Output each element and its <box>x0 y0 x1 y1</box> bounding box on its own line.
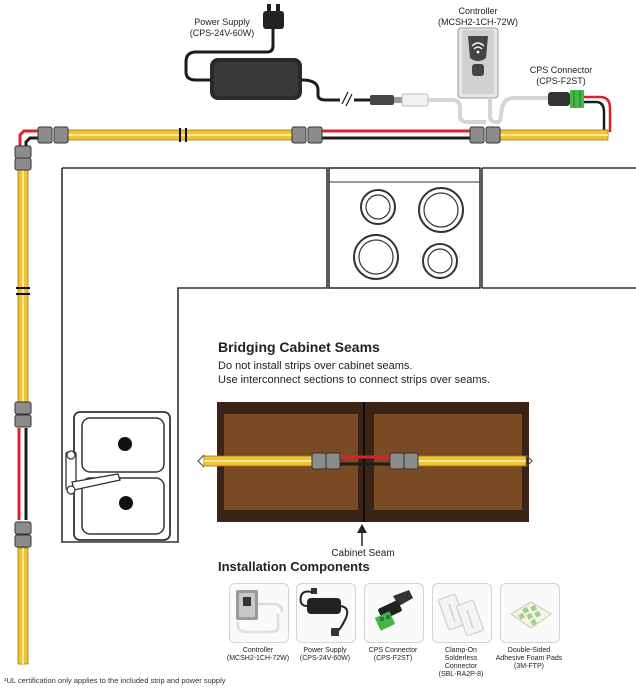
caption-controller: Controller (MCSH2-1CH-72W) <box>220 647 296 663</box>
caption-foam-model: (3M-FTP) <box>514 663 544 670</box>
stove-burners <box>353 187 464 280</box>
seam-instruction-2: Use interconnect sections to connect str… <box>218 374 491 386</box>
cps-connector-device <box>548 90 612 132</box>
caption-foam-pads: Double-Sided Adhesive Foam Pads (3M-FTP) <box>491 647 567 671</box>
component-card-controller <box>229 583 289 643</box>
strip-connectors <box>14 126 501 548</box>
components-title: Installation Components <box>218 559 370 574</box>
component-card-cps-connector <box>364 583 424 643</box>
power-supply <box>184 4 429 107</box>
caption-cps-connector-name: CPS Connector <box>368 647 418 654</box>
clamp-connector-icon <box>438 593 484 637</box>
caption-controller-name: Controller <box>242 647 274 654</box>
cps-connector-label: CPS Connector (CPS-F2ST) <box>524 65 598 87</box>
caption-foam-line-1: Double-Sided <box>507 647 551 654</box>
caption-power-supply-name: Power Supply <box>303 647 347 654</box>
sink <box>65 411 171 541</box>
caption-clamp-line-3: Connector <box>444 663 478 670</box>
cabinet-seam-illustration <box>197 402 533 546</box>
caption-power-supply-model: (CPS-24V-60W) <box>299 655 351 662</box>
led-strip-top <box>67 128 609 142</box>
connector-icon <box>374 590 413 631</box>
caption-foam-line-2: Adhesive Foam Pads <box>495 655 563 662</box>
controller-icon <box>236 590 284 634</box>
controller-label: Controller (MCSH2-1CH-72W) <box>432 6 524 28</box>
cps-connector-label-model: (CPS-F2ST) <box>536 76 586 86</box>
caption-cps-connector-model: (CPS-F2ST) <box>373 655 413 662</box>
corner-wire <box>18 129 42 146</box>
power-supply-icon <box>299 588 349 636</box>
caption-controller-model: (MCSH2-1CH-72W) <box>226 655 290 662</box>
foam-pads-icon <box>510 601 552 629</box>
component-card-clamp-connector <box>432 583 492 643</box>
caption-clamp-line-1: Clamp-On <box>445 647 477 654</box>
power-supply-label-name: Power Supply <box>194 17 250 27</box>
component-card-foam-pads <box>500 583 560 643</box>
controller-device <box>428 27 548 124</box>
ul-footnote: ¹UL certification only applies to the in… <box>4 676 226 685</box>
caption-clamp-connector: Clamp-On Solderless Connector (SBL-RA2P-… <box>423 647 499 679</box>
component-card-power-supply <box>296 583 356 643</box>
cps-connector-label-name: CPS Connector <box>529 65 593 75</box>
power-supply-label: Power Supply (CPS-24V-60W) <box>180 17 264 39</box>
controller-label-model: (MCSH2-1CH-72W) <box>437 17 518 27</box>
controller-label-name: Controller <box>458 6 498 16</box>
caption-power-supply: Power Supply (CPS-24V-60W) <box>287 647 363 663</box>
cabinet-seam-label: Cabinet Seam <box>331 548 395 559</box>
caption-clamp-line-2: Solderless <box>444 655 478 662</box>
power-supply-label-model: (CPS-24V-60W) <box>189 28 255 38</box>
caption-clamp-model: (SBL-RA2P-8) <box>438 671 484 678</box>
caption-cps-connector: CPS Connector (CPS-F2ST) <box>355 647 431 663</box>
led-strip-left <box>16 169 30 665</box>
countertop-outline <box>61 167 636 543</box>
seam-section-title: Bridging Cabinet Seams <box>218 339 380 355</box>
seam-instruction-1: Do not install strips over cabinet seams… <box>218 360 413 372</box>
